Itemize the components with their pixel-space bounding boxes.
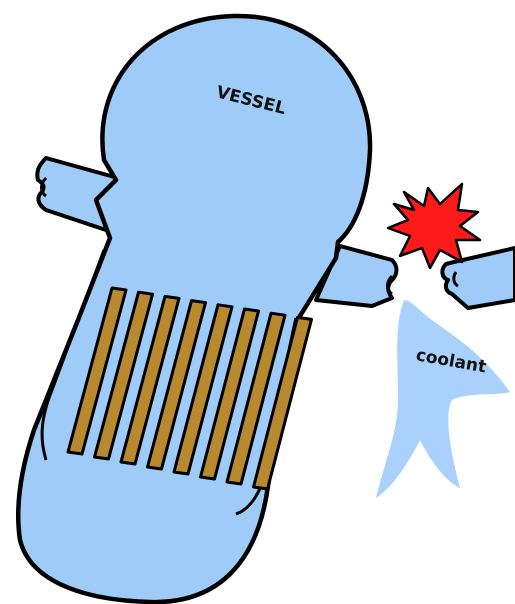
fuel-rod [146, 299, 207, 471]
fuel-rod [119, 294, 181, 466]
fuel-rod [225, 311, 287, 486]
explosion-icon [386, 182, 482, 270]
inlet-nozzle [35, 156, 120, 234]
ruptured-pipe [440, 246, 515, 310]
fuel-rod [172, 303, 234, 476]
fuel-rod [252, 315, 313, 491]
fuel-rod [93, 290, 154, 461]
coolant-leak [376, 300, 510, 498]
fuel-rod [66, 286, 128, 456]
fuel-rod [199, 307, 260, 481]
fuel-rod-bundle [66, 286, 313, 491]
